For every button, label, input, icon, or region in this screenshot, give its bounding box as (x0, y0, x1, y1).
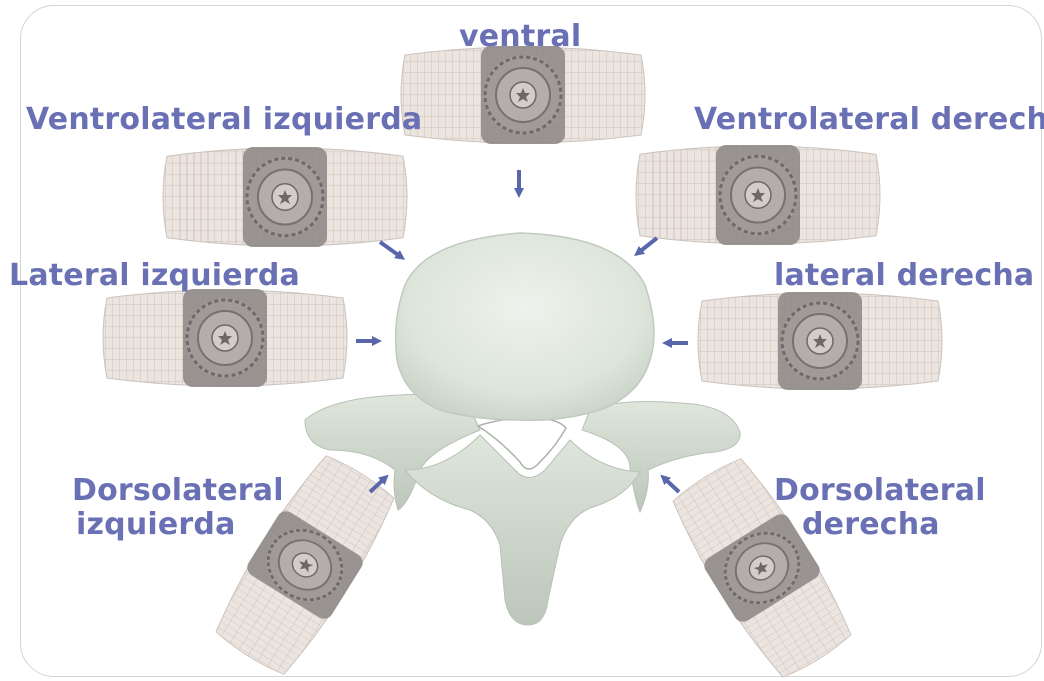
implant-ventral (401, 46, 645, 144)
label-ventrolateral-left: Ventrolateral izquierda (26, 103, 422, 137)
label-dorsolateral-left-line2: izquierda (76, 508, 284, 542)
label-dorsolateral-right-line2: derecha (802, 508, 986, 542)
label-dorsolateral-left: Dorsolateral izquierda (72, 474, 284, 542)
vertebra (305, 233, 740, 625)
implant-lateral-right (698, 292, 942, 390)
arrow-ventrolateral-left (380, 242, 401, 257)
implant-ventrolateral-right (636, 145, 880, 245)
label-lateral-left: Lateral izquierda (9, 259, 300, 293)
arrow-ventrolateral-right (638, 238, 657, 253)
label-ventral: ventral (459, 20, 581, 54)
label-dorsolateral-right: Dorsolateral derecha (774, 474, 986, 542)
label-lateral-right: lateral derecha (774, 259, 1034, 293)
implant-ventrolateral-left (163, 147, 407, 247)
label-dorsolateral-right-line1: Dorsolateral (774, 474, 986, 508)
implant-lateral-left (103, 289, 347, 387)
label-dorsolateral-left-line1: Dorsolateral (72, 474, 284, 508)
label-ventrolateral-right: Ventrolateral derecha (694, 103, 1044, 137)
arrow-dorsolateral-right (664, 478, 679, 492)
